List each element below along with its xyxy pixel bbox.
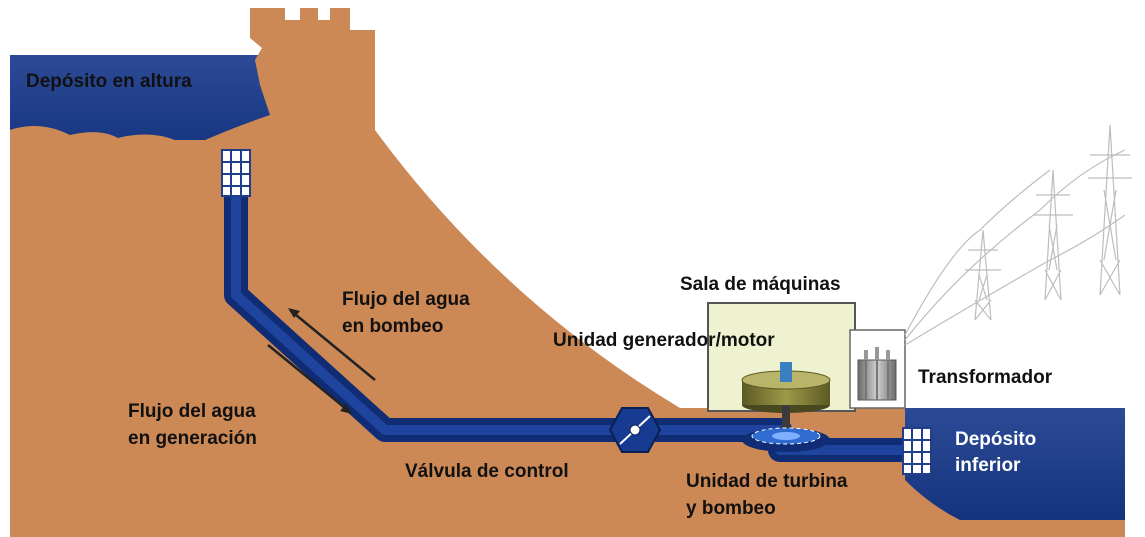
- generation-flow-label-line2: en generación: [128, 428, 257, 449]
- lower-reservoir-label-line1: Depósito: [955, 429, 1036, 450]
- upper-reservoir-label: Depósito en altura: [26, 71, 192, 92]
- turbine-pump-label-line2: y bombeo: [686, 498, 776, 519]
- control-valve-label: Válvula de control: [405, 461, 569, 482]
- machine-room-label: Sala de máquinas: [680, 274, 841, 295]
- pump-flow-arrow: [288, 308, 376, 381]
- pump-flow-label-line1: Flujo del agua: [342, 289, 470, 310]
- control-valve-icon: [608, 407, 662, 453]
- earth-mass: [10, 8, 1125, 537]
- lower-reservoir-water: [905, 408, 1125, 520]
- generation-flow-arrow: [267, 344, 352, 414]
- power-pylons-icon: [904, 124, 1132, 346]
- transformer-label: Transformador: [918, 367, 1053, 388]
- lower-reservoir-label-line2: inferior: [955, 455, 1021, 476]
- transformer-icon: [857, 347, 897, 401]
- turbine-pump-label-line1: Unidad de turbina: [686, 471, 848, 492]
- pump-flow-label-line2: en bombeo: [342, 316, 443, 337]
- generator-motor-label: Unidad generador/motor: [553, 330, 775, 351]
- upper-reservoir-water: [10, 55, 270, 160]
- upper-intake-screen-icon: [221, 149, 251, 197]
- generation-flow-label-line1: Flujo del agua: [128, 401, 256, 422]
- lower-intake-screen-icon: [902, 427, 932, 475]
- generator-motor-icon: [741, 362, 831, 430]
- turbine-pump-icon: [742, 427, 830, 452]
